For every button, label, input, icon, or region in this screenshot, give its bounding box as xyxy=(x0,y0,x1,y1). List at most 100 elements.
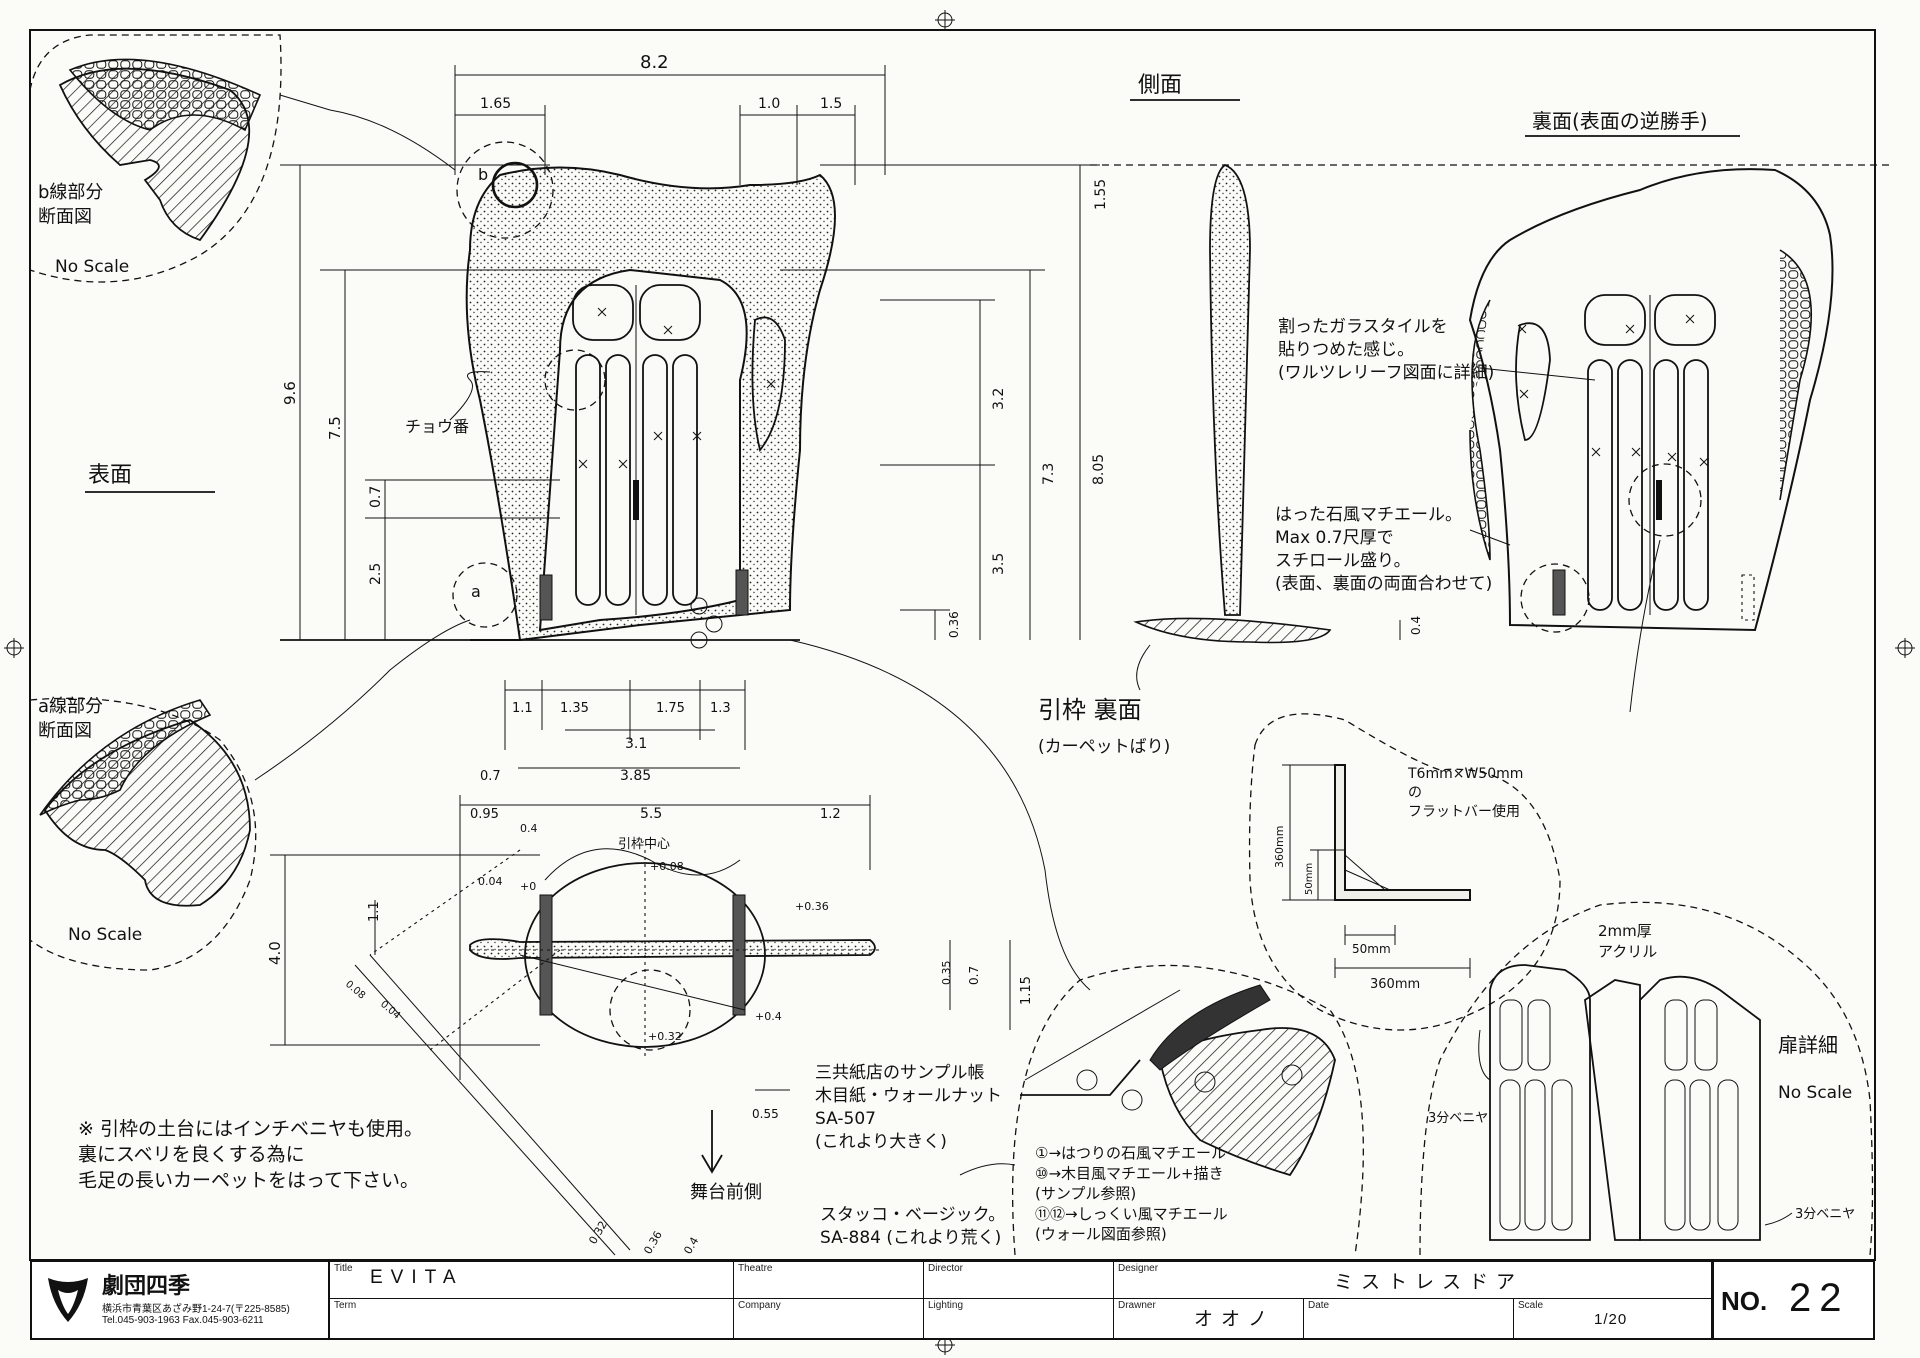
sample-note-1: 三共紙店のサンプル帳木目紙・ウォールナット SA-507 (これより大きく) xyxy=(815,1063,1002,1152)
dim-0-35: 0.35 xyxy=(940,961,953,986)
dim-1-0: 1.0 xyxy=(758,96,780,112)
text-line: スチロール盛り。 xyxy=(1275,551,1411,571)
dim-1-3: 1.3 xyxy=(710,701,731,716)
term-label: Term xyxy=(334,1300,357,1311)
dim-1-1-plan: 1.1 xyxy=(512,701,533,716)
flatbar-dim-50v: 50mm xyxy=(1304,863,1315,895)
flatbar-dim-360: 360mm xyxy=(1370,977,1420,992)
title-label: Title xyxy=(334,1263,353,1274)
flatbar-dim-360v: 360mm xyxy=(1273,826,1286,868)
front-elevation: b a チョウ番 xyxy=(280,141,836,649)
dim-1-55: 1.55 xyxy=(1093,179,1109,210)
text-line: (ウォール図面参照) xyxy=(1035,1225,1167,1243)
text-line: 貼りつめた感じ。 xyxy=(1278,340,1414,360)
dim-9-6: 9.6 xyxy=(281,381,299,405)
text-line: (サンプル参照) xyxy=(1035,1185,1136,1203)
dim-0-4-diag: 0.4 xyxy=(681,1235,701,1257)
base-note: ※ 引枠の土台にはインチベニヤも使用。裏にスベリを良くする為に毛足の長いカーペッ… xyxy=(78,1118,423,1191)
dim-5-5: 5.5 xyxy=(640,806,662,822)
text-line: 割ったガラスタイルを xyxy=(1278,317,1448,337)
flatbar-detail xyxy=(1248,713,1561,1031)
b-section-label: b線部分断面図 xyxy=(38,182,103,227)
dim-7-3: 7.3 xyxy=(1041,463,1057,485)
director-label: Director xyxy=(928,1263,964,1274)
text-line: (これより大きく) xyxy=(815,1132,947,1152)
text-line: はった石風マチエール。 xyxy=(1275,505,1462,525)
text-line: 毛足の長いカーペットをはって下さい。 xyxy=(78,1169,419,1191)
sheet-number-box: NO. 22 xyxy=(1711,1262,1873,1338)
dim-8-05: 8.05 xyxy=(1091,454,1107,485)
company-mask-icon xyxy=(48,1278,88,1322)
dim-2-5: 2.5 xyxy=(368,563,384,585)
dim-7-5: 7.5 xyxy=(326,416,344,440)
dim-0-4-top: 0.4 xyxy=(520,822,538,835)
designer-cell: Designer ミストレスドア xyxy=(1114,1262,1714,1299)
dim-0-55: 0.55 xyxy=(752,1107,779,1121)
director-cell: Director xyxy=(924,1262,1114,1299)
stage-front-arrow xyxy=(701,1110,723,1174)
scale-label: Scale xyxy=(1518,1300,1544,1311)
theatre-label: Theatre xyxy=(738,1263,773,1274)
dim-4-0: 4.0 xyxy=(266,941,284,965)
text-line: 木目紙・ウォールナット xyxy=(815,1086,1002,1106)
text-line: SA-507 xyxy=(815,1109,876,1129)
sample-note-2: スタッコ・ベージック。SA-884 (これより荒く) xyxy=(820,1205,1005,1248)
dim-3-5: 3.5 xyxy=(991,553,1007,575)
lighting-cell: Lighting xyxy=(924,1299,1114,1338)
title-cell: Title EVITA xyxy=(330,1262,734,1299)
designer-label: Designer xyxy=(1118,1263,1159,1274)
text-line: T6mm×W50mm xyxy=(1407,766,1523,782)
section-b-detail: b線部分断面図 No Scale xyxy=(29,34,456,283)
dim-0-36: 0.36 xyxy=(947,611,961,638)
dim-plus0-32: +0.32 xyxy=(648,1030,682,1043)
text-line: ①→はつりの石風マチエール xyxy=(1035,1144,1226,1162)
company-label: Company xyxy=(738,1300,781,1311)
frame-back-sublabel: (カーペットばり) xyxy=(1038,737,1170,757)
back-elevation xyxy=(1468,168,1834,633)
dim-1-75: 1.75 xyxy=(656,701,685,716)
drawner-cell: Drawner オオノ xyxy=(1114,1299,1304,1338)
b-no-scale: No Scale xyxy=(55,257,129,277)
dim-0-04: 0.04 xyxy=(478,875,503,888)
dim-0-08-diag: 0.08 xyxy=(343,979,367,1002)
drawner-value: オオノ xyxy=(1194,1309,1276,1330)
circle-b-marker: b xyxy=(478,165,488,184)
middle-dimensions xyxy=(780,164,1401,640)
front-view-label: 表面 xyxy=(88,463,132,488)
company-tel: Tel.045-903-1963 Fax.045-903-6211 xyxy=(102,1315,264,1326)
dim-plus0-4: +0.4 xyxy=(755,1010,782,1023)
company-logo-area: 劇団四季 横浜市青葉区あざみ野1-24-7(〒225-8585) Tel.045… xyxy=(32,1262,330,1338)
text-line: SA-884 (これより荒く) xyxy=(820,1228,1001,1248)
dim-1-15: 1.15 xyxy=(1019,976,1034,1005)
door-detail-title: 扉詳細 xyxy=(1778,1033,1838,1057)
dim-0-7-left: 0.7 xyxy=(368,486,384,508)
text-line: 三共紙店のサンプル帳 xyxy=(815,1063,985,1083)
dim-0-36-diag: 0.36 xyxy=(641,1229,665,1257)
company-name: 劇団四季 xyxy=(102,1273,191,1299)
side-elevation xyxy=(1090,163,1890,644)
circle-a-marker: a xyxy=(471,582,481,601)
stone-note: はった石風マチエール。 Max 0.7尺厚でスチロール盛り。(表面、裏面の両面合わ… xyxy=(1275,505,1492,594)
term-cell: Term xyxy=(330,1299,734,1338)
plywood-note-1: 3分ベニヤ xyxy=(1428,1111,1488,1126)
text-line: (表面、裏面の両面合わせて) xyxy=(1275,573,1492,594)
text-line: ⑪⑫→しっくい風マチエール xyxy=(1035,1205,1228,1223)
text-line: b線部分 xyxy=(38,182,103,203)
dim-0-95: 0.95 xyxy=(470,807,499,822)
plan-dimensions xyxy=(270,680,1011,1091)
dim-0-4: 0.4 xyxy=(1409,616,1423,635)
dim-1-65: 1.65 xyxy=(480,96,511,112)
text-line: Max 0.7尺厚で xyxy=(1275,528,1394,548)
acrylic-note: 2mm厚アクリル xyxy=(1598,922,1657,960)
drawner-label: Drawner xyxy=(1118,1300,1156,1311)
date-cell: Date xyxy=(1304,1299,1514,1338)
frame-back-label: 引枠 裏面 xyxy=(1038,696,1142,724)
dim-8-2: 8.2 xyxy=(640,52,669,73)
date-label: Date xyxy=(1308,1300,1330,1311)
a-section-label: a線部分断面図 xyxy=(38,696,103,741)
door-detail xyxy=(1419,901,1874,1256)
dim-1-2: 1.2 xyxy=(820,807,841,822)
text-line: (ワルツレリーフ図面に詳細) xyxy=(1278,363,1494,383)
text-line: 断面図 xyxy=(38,720,92,741)
